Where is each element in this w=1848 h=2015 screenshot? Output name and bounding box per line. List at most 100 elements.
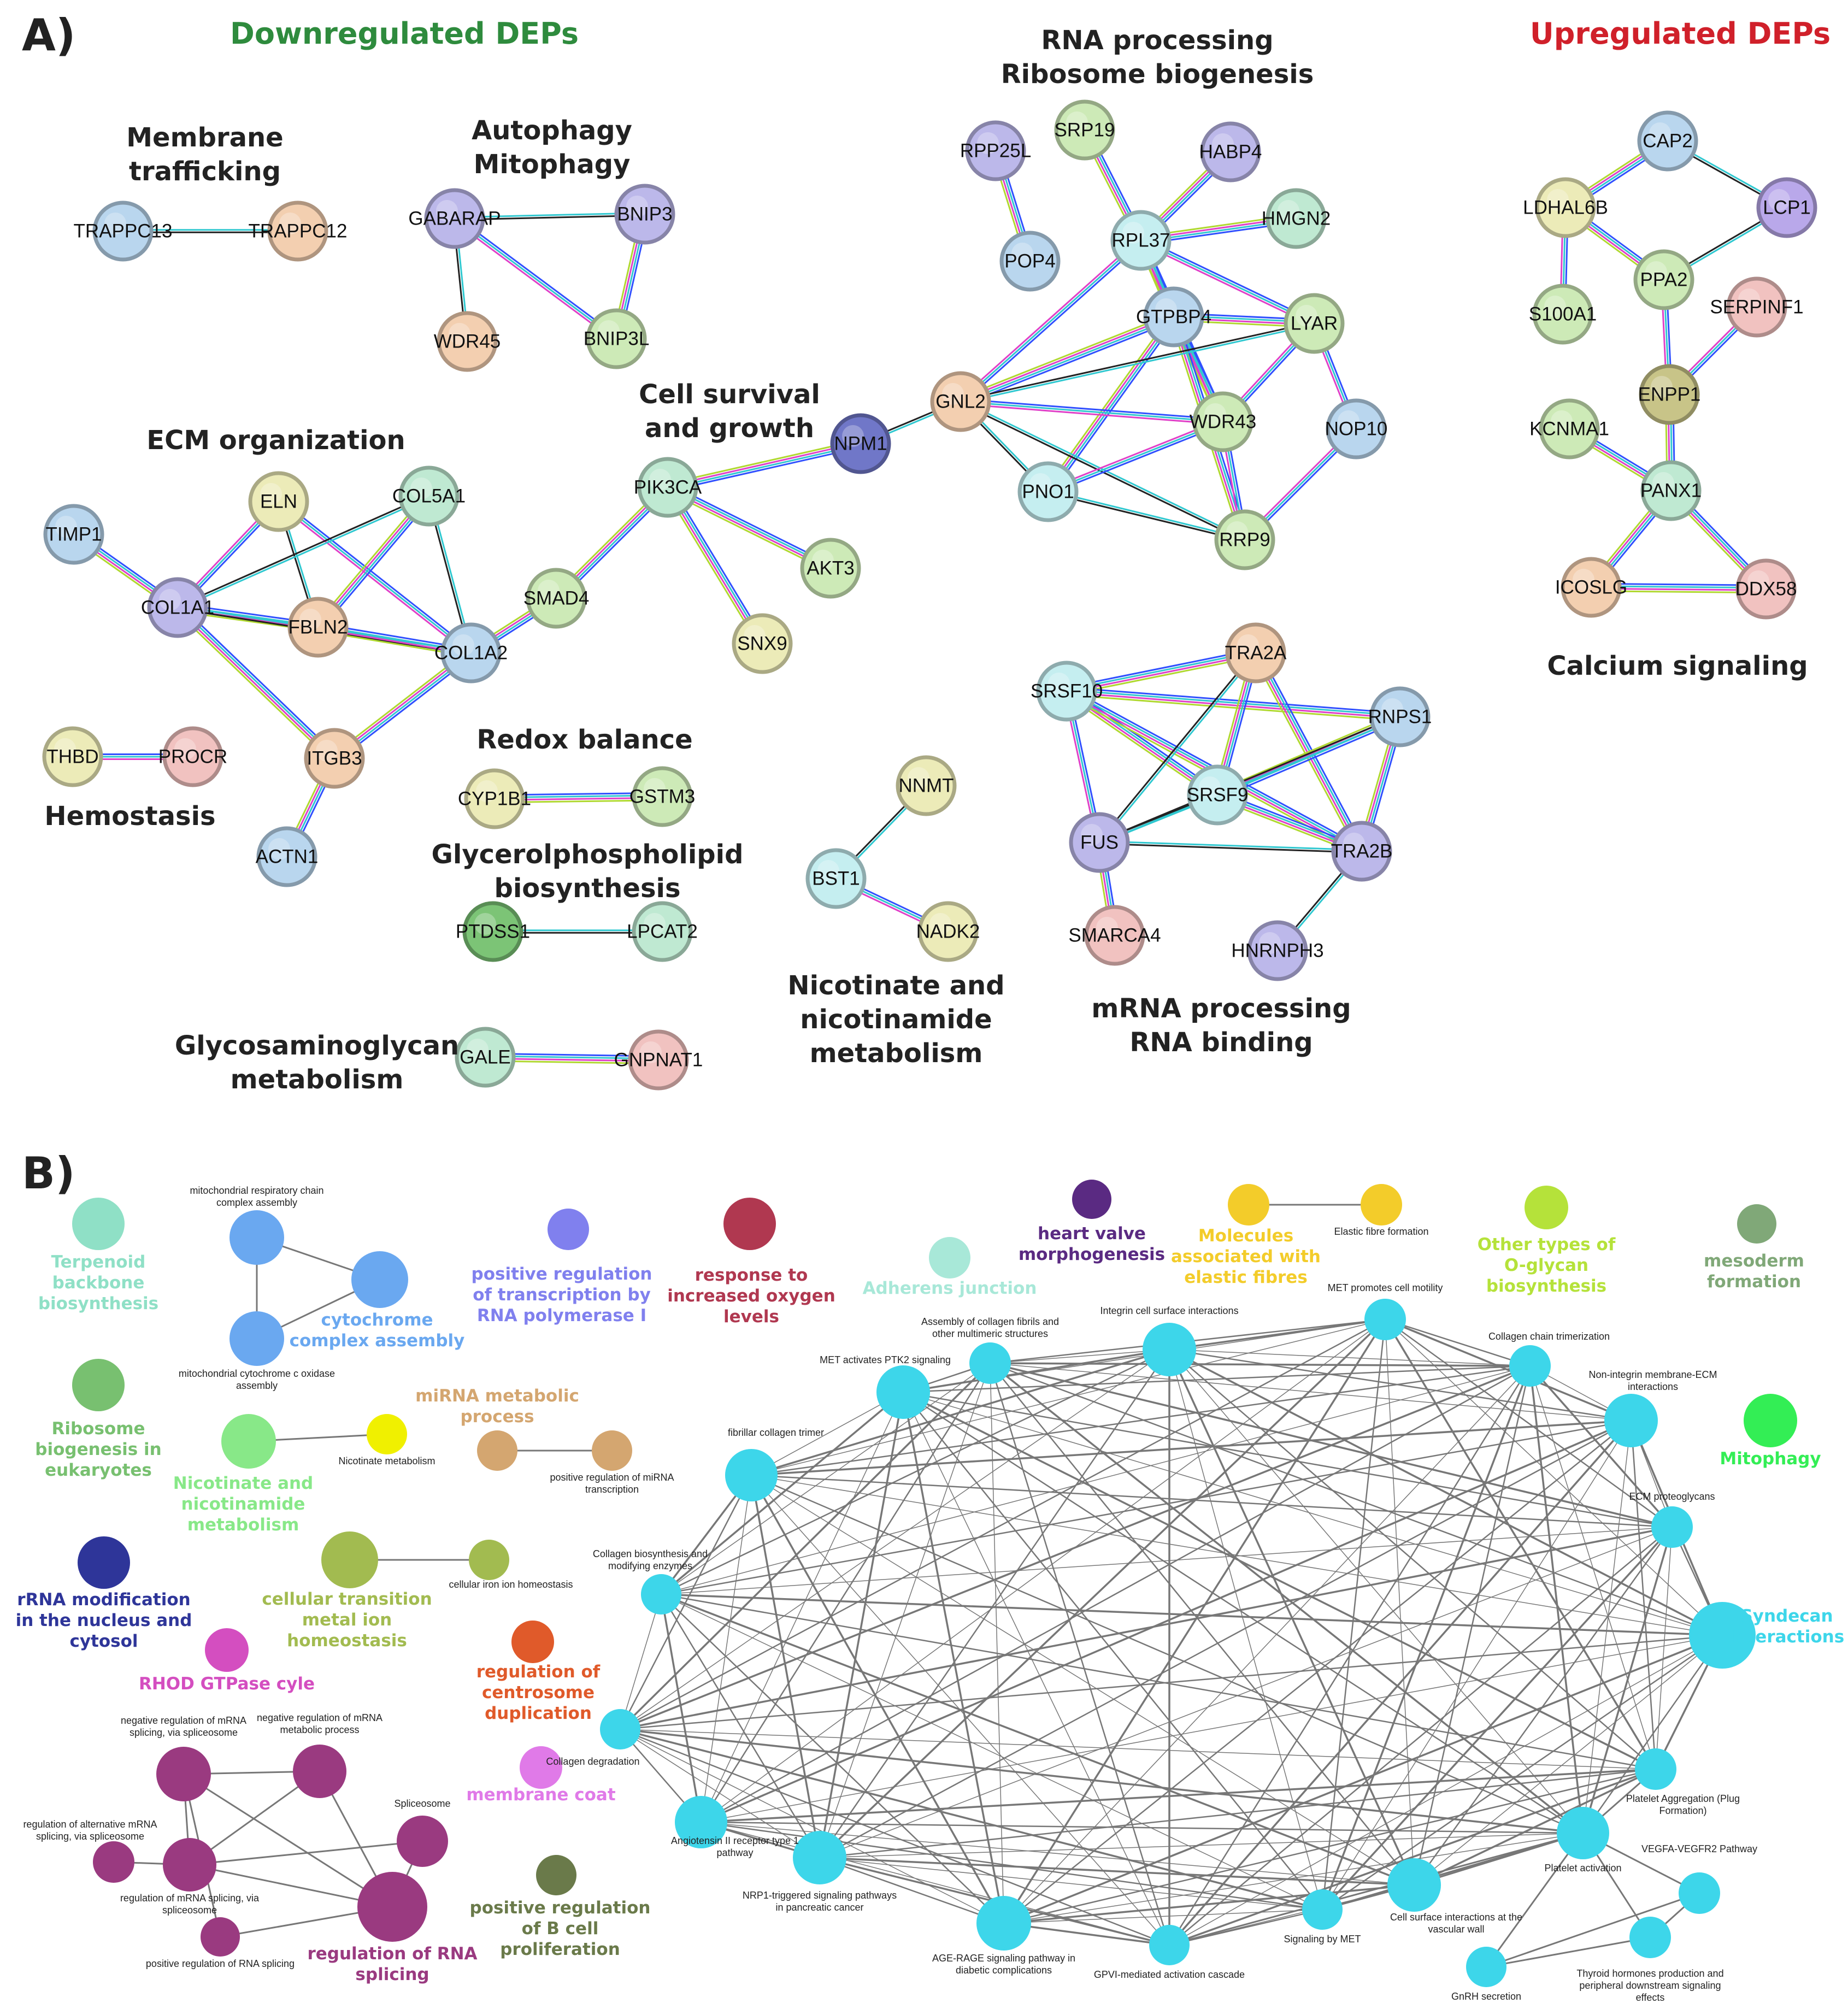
protein-node-snx9[interactable]: SNX9 [732, 613, 793, 674]
term-node-gnrh[interactable] [1466, 1947, 1506, 1987]
protein-node-cyp1b1[interactable]: CYP1B1 [458, 768, 531, 829]
term-node-nonintegrin[interactable] [1604, 1394, 1658, 1447]
term-node-posmirna[interactable] [592, 1430, 632, 1471]
protein-node-panx1[interactable]: PANX1 [1640, 460, 1702, 521]
protein-node-enpp1[interactable]: ENPP1 [1638, 364, 1701, 425]
term-node-met_ptk2[interactable] [876, 1365, 930, 1419]
protein-node-nop10[interactable]: NOP10 [1325, 398, 1388, 459]
protein-node-gabarap[interactable]: GABARAP [408, 188, 501, 249]
protein-node-bnip3[interactable]: BNIP3 [614, 184, 675, 245]
term-node-regsplice[interactable] [163, 1838, 216, 1892]
term-node-syndecan[interactable] [1689, 1602, 1756, 1669]
protein-node-lcp1[interactable]: LCP1 [1756, 177, 1817, 238]
term-node-vegfa[interactable] [1679, 1872, 1720, 1914]
protein-node-smarca4[interactable]: SMARCA4 [1068, 905, 1161, 966]
term-node-cca[interactable] [351, 1251, 408, 1308]
protein-node-hnrnph3[interactable]: HNRNPH3 [1231, 920, 1324, 981]
term-node-rhod[interactable] [205, 1628, 249, 1672]
term-node-oglycan[interactable] [1525, 1186, 1568, 1229]
protein-node-srsf10[interactable]: SRSF10 [1031, 661, 1103, 722]
term-node-nicotinate[interactable] [221, 1414, 276, 1469]
term-node-rnasplicing[interactable] [357, 1872, 427, 1942]
protein-node-col1a2[interactable]: COL1A2 [434, 622, 508, 684]
term-node-mirna[interactable] [477, 1430, 517, 1471]
term-node-gpvi[interactable] [1149, 1925, 1190, 1965]
term-node-posrnasplice[interactable] [201, 1917, 240, 1957]
protein-node-nnmt[interactable]: NNMT [896, 755, 957, 816]
term-node-metalion[interactable] [321, 1531, 378, 1588]
term-node-cell_surface_vasc[interactable] [1387, 1858, 1441, 1912]
term-node-collagen_bio[interactable] [641, 1574, 681, 1615]
term-node-oxygen[interactable] [723, 1198, 776, 1250]
term-node-met_motility[interactable] [1364, 1299, 1406, 1340]
term-node-ecm_proteo[interactable] [1651, 1506, 1693, 1548]
term-node-age_rage[interactable] [976, 1896, 1031, 1951]
protein-node-rrp9[interactable]: RRP9 [1214, 509, 1275, 570]
protein-node-srsf9[interactable]: SRSF9 [1187, 764, 1249, 826]
protein-node-rpl37[interactable]: RPL37 [1110, 210, 1172, 271]
protein-node-smad4[interactable]: SMAD4 [523, 568, 590, 629]
term-node-platelet_agg[interactable] [1635, 1748, 1676, 1790]
term-node-elasticfib[interactable] [1361, 1184, 1402, 1226]
term-node-angiotensin[interactable] [675, 1796, 727, 1848]
protein-node-rnps1[interactable]: RNPS1 [1368, 686, 1432, 747]
protein-node-fus[interactable]: FUS [1069, 812, 1130, 873]
term-node-fibrillar[interactable] [725, 1449, 778, 1501]
term-node-thyroid[interactable] [1629, 1917, 1671, 1958]
protein-node-col1a1[interactable]: COL1A1 [141, 577, 214, 638]
protein-node-hmgn2[interactable]: HMGN2 [1262, 188, 1331, 249]
term-node-ironion[interactable] [469, 1540, 509, 1580]
protein-node-s100a1[interactable]: S100A1 [1529, 284, 1597, 345]
term-node-signaling_met[interactable] [1302, 1889, 1343, 1930]
protein-node-gtpbp4[interactable]: GTPBP4 [1136, 286, 1211, 347]
term-node-nicmet[interactable] [367, 1414, 407, 1454]
term-node-mesoderm[interactable] [1737, 1204, 1776, 1244]
term-node-spliceosome[interactable] [397, 1816, 448, 1867]
term-node-ribosome[interactable] [72, 1359, 125, 1411]
term-node-mrcca[interactable] [229, 1210, 284, 1265]
protein-node-tra2b[interactable]: TRA2B [1331, 821, 1393, 882]
protein-node-thbd[interactable]: THBD [42, 726, 103, 787]
protein-node-ppa2[interactable]: PPA2 [1633, 249, 1694, 310]
protein-node-ddx58[interactable]: DDX58 [1735, 558, 1797, 620]
protein-node-trappc13[interactable]: TRAPPC13 [74, 201, 173, 262]
protein-node-actn1[interactable]: ACTN1 [256, 826, 319, 887]
protein-node-habp4[interactable]: HABP4 [1199, 121, 1262, 182]
protein-node-rpp25l[interactable]: RPP25L [960, 120, 1031, 181]
protein-node-gnl2[interactable]: GNL2 [930, 371, 991, 432]
term-node-terpenoid[interactable] [72, 1198, 125, 1250]
protein-node-gnpnat1[interactable]: GNPNAT1 [614, 1029, 703, 1091]
term-node-adherens[interactable] [929, 1237, 970, 1278]
protein-node-procr[interactable]: PROCR [158, 726, 227, 787]
protein-node-lpcat2[interactable]: LPCAT2 [627, 901, 698, 962]
term-node-collagen_deg[interactable] [600, 1709, 640, 1749]
protein-node-bst1[interactable]: BST1 [805, 848, 867, 909]
term-node-integrin[interactable] [1143, 1323, 1196, 1376]
term-node-bcell[interactable] [536, 1855, 576, 1895]
protein-node-eln[interactable]: ELN [248, 471, 309, 532]
protein-node-pik3ca[interactable]: PIK3CA [634, 457, 702, 518]
protein-node-bnip3l[interactable]: BNIP3L [584, 308, 650, 369]
term-node-collagen_fibrils[interactable] [969, 1342, 1011, 1384]
protein-node-timp1[interactable]: TIMP1 [43, 504, 104, 565]
term-node-collagen_trim[interactable] [1509, 1345, 1551, 1387]
protein-node-cap2[interactable]: CAP2 [1637, 110, 1698, 172]
protein-node-trappc12[interactable]: TRAPPC12 [249, 201, 348, 262]
term-node-platelet_act[interactable] [1557, 1807, 1609, 1859]
term-node-membranecoat[interactable] [520, 1746, 562, 1789]
term-node-negmrna[interactable] [293, 1745, 346, 1798]
protein-node-serpinf1[interactable]: SERPINF1 [1710, 276, 1804, 338]
term-node-nrp1[interactable] [793, 1831, 846, 1884]
protein-node-wdr43[interactable]: WDR43 [1190, 391, 1257, 452]
protein-node-kcnma1[interactable]: KCNMA1 [1529, 398, 1609, 459]
protein-node-pop4[interactable]: POP4 [999, 231, 1061, 292]
term-node-rrna[interactable] [78, 1536, 130, 1589]
protein-node-icoslg[interactable]: ICOSLG [1555, 557, 1627, 618]
protein-node-itgb3[interactable]: ITGB3 [304, 728, 365, 789]
protein-node-lyar[interactable]: LYAR [1284, 293, 1345, 354]
protein-node-fbln2[interactable]: FBLN2 [287, 597, 349, 658]
protein-node-nadk2[interactable]: NADK2 [916, 901, 980, 962]
term-node-altsplice[interactable] [93, 1841, 134, 1883]
protein-node-akt3[interactable]: AKT3 [800, 538, 861, 599]
protein-node-ldhal6b[interactable]: LDHAL6B [1523, 177, 1608, 238]
